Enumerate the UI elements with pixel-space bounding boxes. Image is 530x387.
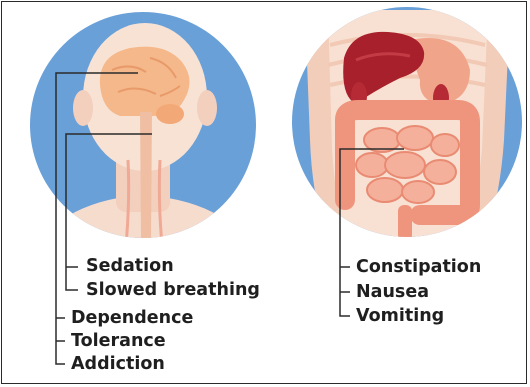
label-vomiting: Vomiting — [356, 306, 444, 326]
label-constipation: Constipation — [356, 257, 481, 277]
label-sedation: Sedation — [86, 256, 174, 276]
label-dependence: Dependence — [71, 308, 193, 328]
abdomen-organs-illustration — [292, 7, 522, 250]
label-tolerance: Tolerance — [71, 331, 166, 351]
label-addiction: Addiction — [71, 354, 165, 374]
head-brain-illustration — [30, 12, 256, 250]
label-slowed-breathing: Slowed breathing — [86, 280, 260, 300]
label-nausea: Nausea — [356, 282, 429, 302]
